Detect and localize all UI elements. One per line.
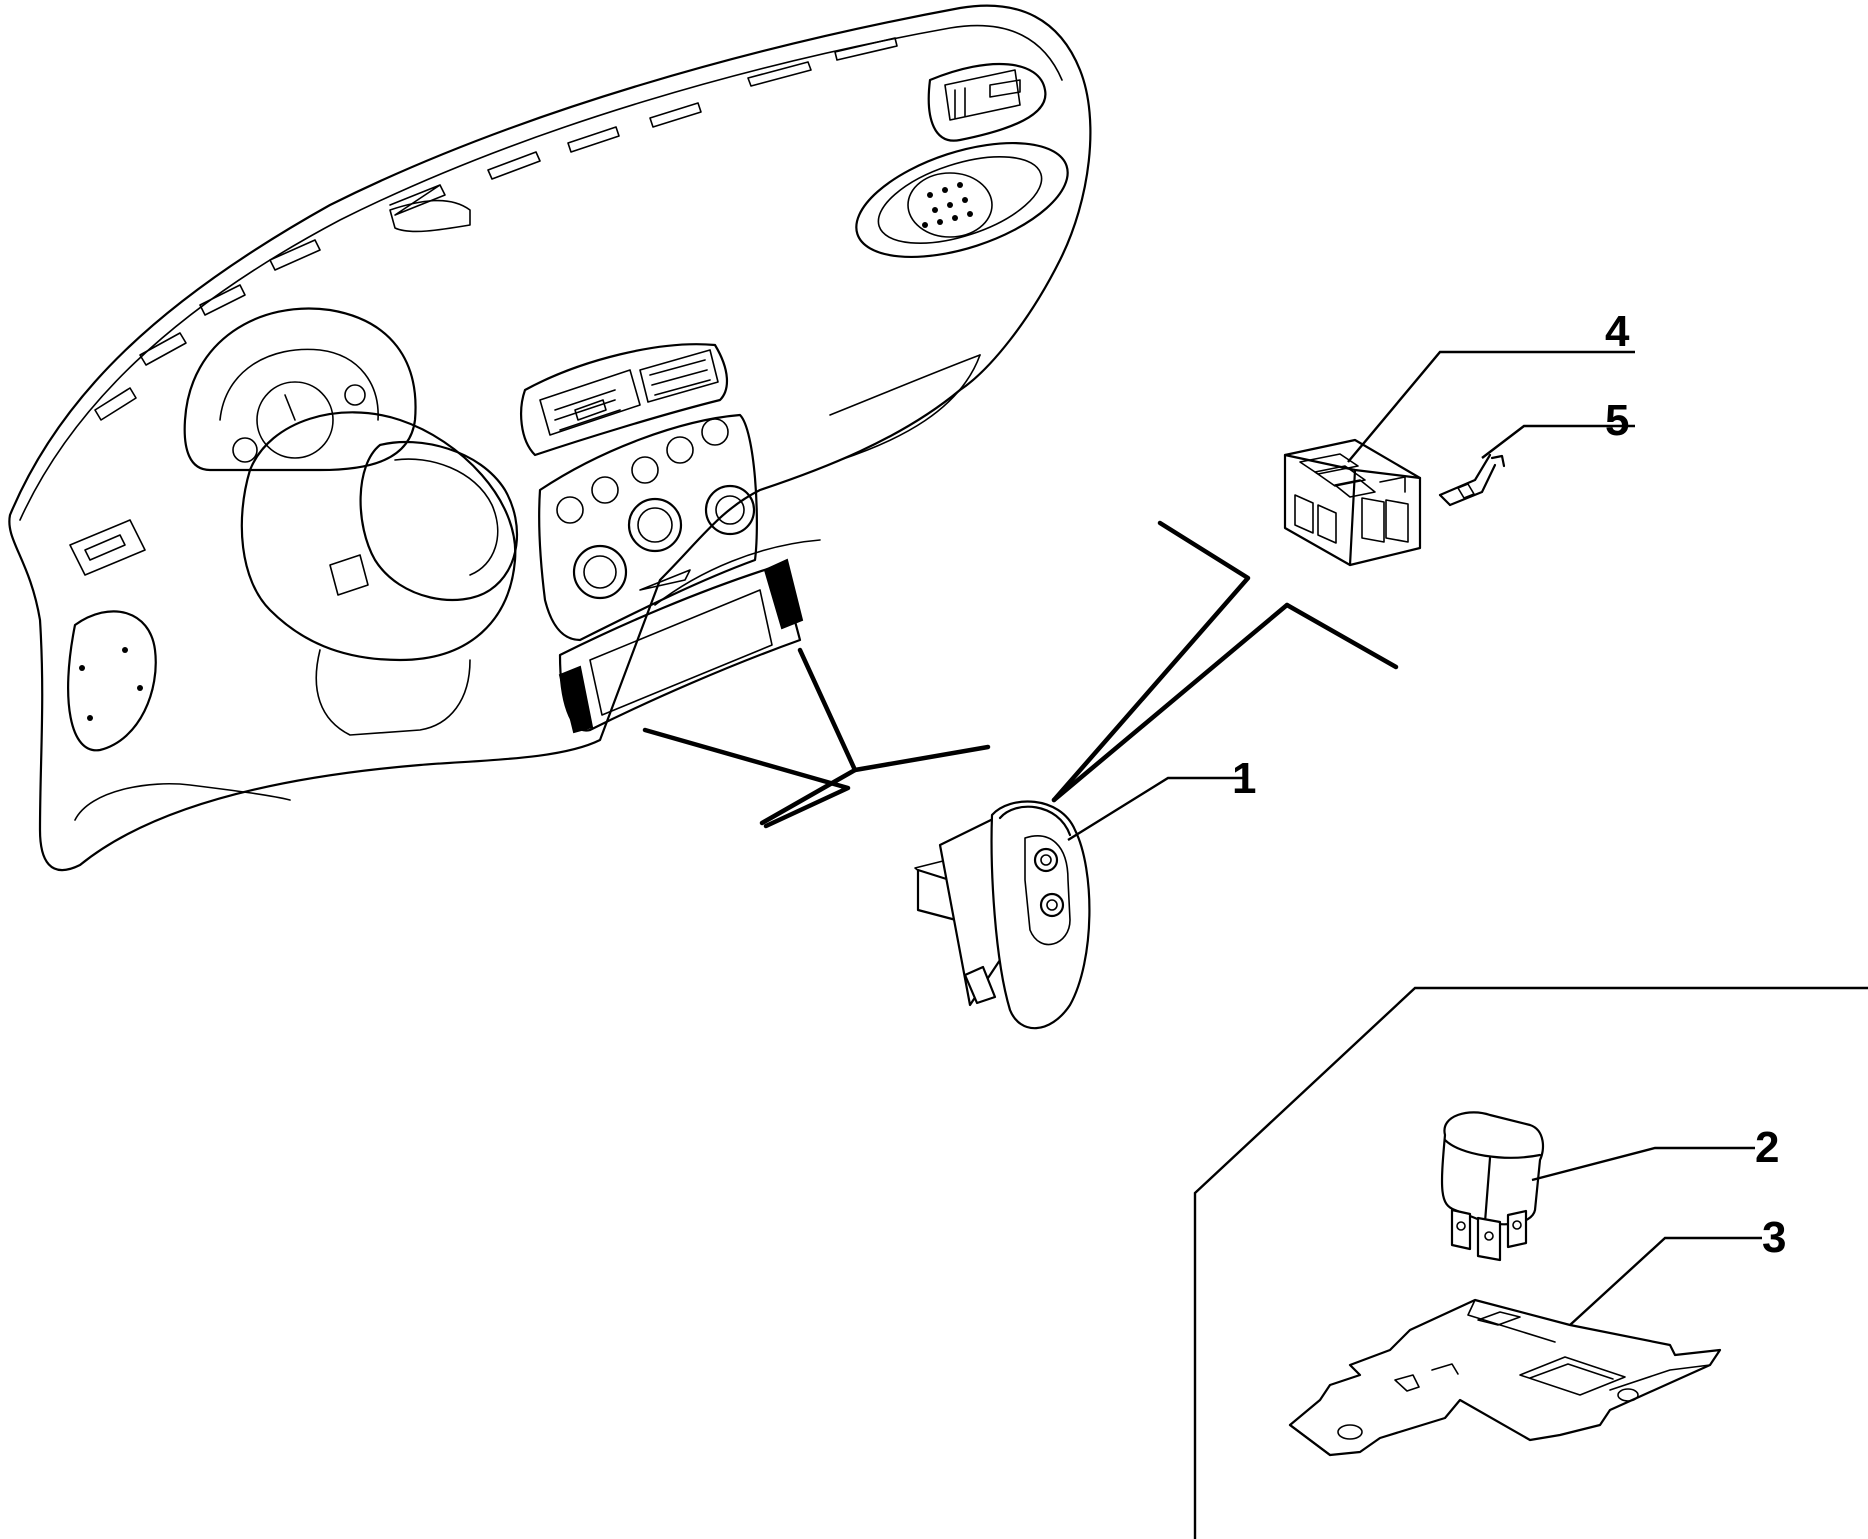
leader-1: [1067, 776, 1245, 842]
left-side-vent: [67, 519, 157, 752]
callout-2: 2: [1755, 1123, 1779, 1172]
leader-3: [1569, 1236, 1762, 1326]
bracket-part-3: [1288, 1298, 1722, 1457]
steering-wheel: [240, 411, 519, 736]
lower-dashboard: [74, 354, 981, 821]
callout-leaders: [1067, 350, 1762, 1326]
climate-control-panel: [538, 413, 758, 642]
right-air-vent: [927, 62, 1047, 142]
callout-4: 4: [1605, 307, 1630, 356]
relay-part-2: [1440, 1111, 1545, 1262]
callout-3: 3: [1762, 1213, 1786, 1262]
instrument-cluster: [183, 307, 417, 472]
speaker-grille: [855, 141, 1069, 259]
dashboard-assembly: [8, 4, 1092, 872]
callout-1: 1: [1232, 754, 1256, 803]
location-indicator-lines: [642, 520, 1399, 829]
leader-5: [1481, 424, 1635, 459]
leader-4: [1347, 350, 1635, 463]
terminal-part-5: [1438, 453, 1506, 507]
callout-5: 5: [1605, 396, 1629, 445]
radio-cavity: [558, 558, 804, 734]
defrost-vents: [94, 37, 898, 421]
connector-part-4: [1283, 438, 1422, 567]
center-air-vents: [520, 343, 728, 457]
detail-frame: [1193, 986, 1868, 1539]
leader-2: [1531, 1146, 1755, 1182]
switch-part-1: [914, 800, 1091, 1030]
callout-labels: 1 2 3 4 5: [1232, 307, 1786, 1262]
